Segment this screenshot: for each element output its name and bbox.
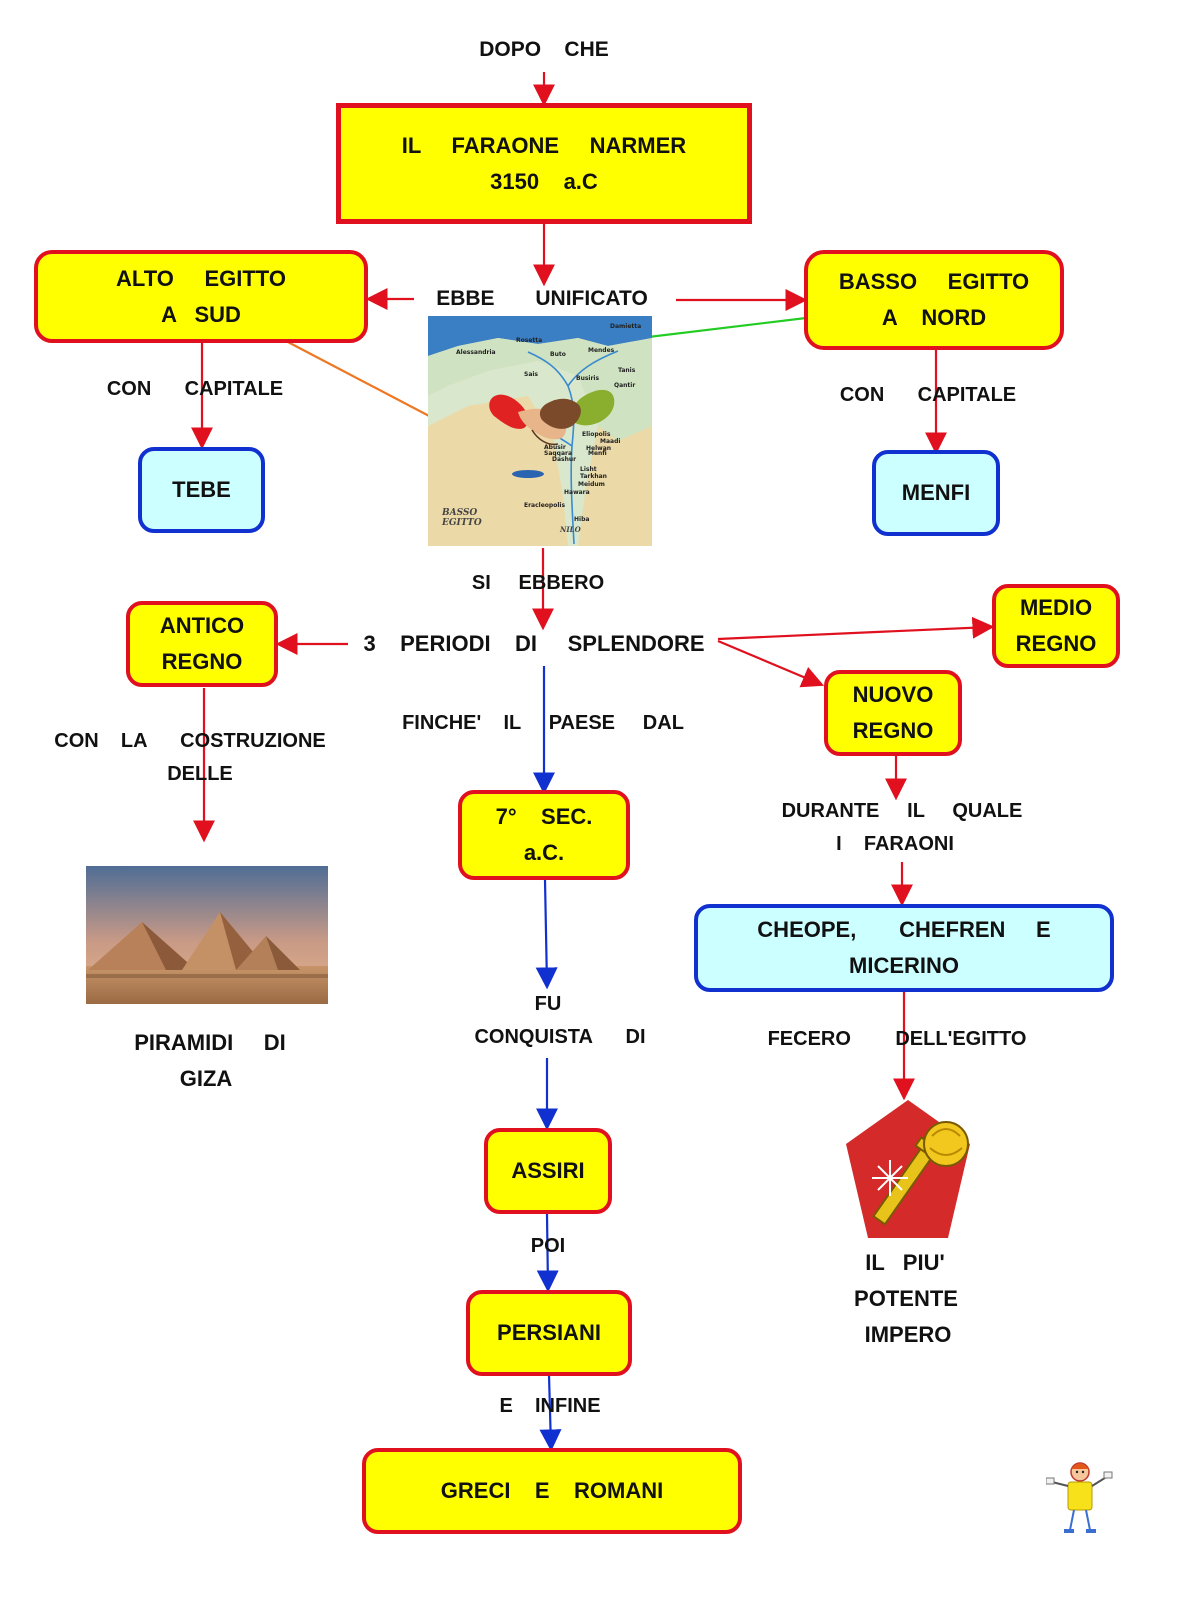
- node-medio-regno: MEDIO REGNO: [992, 584, 1120, 668]
- node-faraone-narmer: IL FARAONE NARMER 3150 a.C: [336, 103, 752, 224]
- antico-line1: ANTICO: [159, 613, 245, 638]
- label-potente: POTENTE: [854, 1286, 958, 1311]
- node-alto-egitto: ALTO EGITTO A SUD: [34, 250, 368, 343]
- label-finche: FINCHE' IL PAESE DAL: [402, 712, 684, 734]
- label-delle: DELLE: [167, 763, 233, 785]
- node-greci-romani: GRECI E ROMANI: [362, 1448, 742, 1534]
- label-e-infine: E INFINE: [499, 1395, 601, 1417]
- map-city-eliopolis: Eliopolis: [582, 431, 611, 438]
- map-city-saqqara: Saqqara: [544, 450, 572, 457]
- label-con-la-costruzione: CON LA COSTRUZIONE: [54, 730, 326, 752]
- cheope-line2: MICERINO: [849, 953, 959, 978]
- cheope-line1: CHEOPE, CHEFREN E: [757, 917, 1051, 942]
- map-city-mendes: Mendes: [588, 347, 615, 354]
- label-fecero: FECERO DELL'EGITTO: [767, 1028, 1027, 1050]
- sec-line2: a.C.: [523, 840, 565, 865]
- node-settimo-secolo: 7° SEC. a.C.: [458, 790, 630, 880]
- map-city-menfi: Menfi: [588, 450, 607, 457]
- antico-line2: REGNO: [161, 649, 243, 674]
- node-menfi: MENFI: [872, 450, 1000, 536]
- map-city-tanis: Tanis: [618, 367, 636, 374]
- map-of-egypt: Damietta Rosetta Alessandria Buto Mendes…: [428, 316, 652, 546]
- map-city-dashur: Dashur: [552, 456, 576, 463]
- nuovo-line2: REGNO: [852, 718, 934, 743]
- arrow-sec-fu: [535, 879, 558, 990]
- narmer-line1: IL FARAONE NARMER: [401, 132, 687, 158]
- map-city-sais: Sais: [524, 371, 538, 378]
- node-nuovo-regno: NUOVO REGNO: [824, 670, 962, 756]
- label-conquista-di: CONQUISTA DI: [474, 1026, 646, 1048]
- basso-line1: BASSO EGITTO: [838, 269, 1030, 294]
- handshake-icon: [489, 389, 615, 446]
- map-city-maadi: Maadi: [600, 438, 620, 445]
- map-city-hiba: Hiba: [574, 516, 589, 523]
- map-city-damietta: Damietta: [610, 323, 641, 330]
- map-city-buto: Buto: [550, 351, 566, 358]
- map-city-alessandria: Alessandria: [456, 349, 496, 356]
- label-durante: DURANTE IL QUALE: [781, 800, 1023, 822]
- label-con-capitale-left: CON CAPITALE: [106, 378, 284, 400]
- nuovo-line1: NUOVO: [852, 682, 934, 707]
- label-impero: IMPERO: [864, 1322, 952, 1347]
- label-il-piu: IL PIU': [865, 1250, 945, 1275]
- map-label-nilo: NILO: [559, 525, 582, 534]
- map-city-meidum: Meidum: [578, 481, 605, 488]
- map-city-abusir: Abusir: [544, 444, 566, 451]
- label-piramidi-2: GIZA: [179, 1066, 233, 1091]
- map-label-egitto: EGITTO: [441, 518, 482, 528]
- map-city-helwan: Helwan: [586, 445, 611, 452]
- medio-line2: REGNO: [1015, 631, 1097, 656]
- node-assiri: ASSIRI: [484, 1128, 612, 1214]
- label-si-ebbero: SI EBBERO: [471, 572, 605, 594]
- map-city-hawara: Hawara: [564, 489, 590, 496]
- pyramids-photo: [86, 866, 328, 1004]
- map-city-tarkhan: Tarkhan: [580, 473, 607, 480]
- node-cheope-chefren-micerino: CHEOPE, CHEFREN E MICERINO: [694, 904, 1114, 992]
- label-poi: POI: [530, 1235, 566, 1257]
- label-i-faraoni: I FARAONI: [836, 833, 954, 855]
- basso-line2: A NORD: [881, 305, 987, 330]
- map-city-eracleopolis: Eracleopolis: [524, 502, 565, 509]
- sec-line1: 7° SEC.: [495, 804, 593, 829]
- medio-line1: MEDIO: [1019, 595, 1093, 620]
- arrow-assiri-persiani: [536, 1213, 559, 1293]
- map-label-basso: BASSO: [441, 508, 477, 518]
- map-city-rosetta: Rosetta: [516, 337, 542, 344]
- mascot-logo: [1046, 1462, 1113, 1533]
- label-piramidi-1: PIRAMIDI DI: [134, 1030, 286, 1055]
- trophy-pentagon-icon: [846, 1100, 970, 1238]
- node-tebe: TEBE: [138, 447, 265, 533]
- label-ebbe-unificato: EBBE UNIFICATO: [436, 287, 648, 310]
- label-con-capitale-right: CON CAPITALE: [839, 384, 1017, 406]
- arrow-persiani-greci: [539, 1374, 562, 1452]
- map-city-busiris: Busiris: [576, 375, 599, 382]
- map-city-lisht: Lisht: [580, 466, 597, 473]
- narmer-line2: 3150 a.C: [490, 168, 598, 194]
- map-city-qantir: Qantir: [614, 382, 635, 389]
- label-dopo-che: DOPO CHE: [479, 38, 609, 61]
- label-fu: FU: [534, 993, 562, 1015]
- alto-line1: ALTO EGITTO: [116, 265, 286, 291]
- arrow-periodi-nuovo: [717, 639, 825, 688]
- node-persiani: PERSIANI: [466, 1290, 632, 1376]
- node-antico-regno: ANTICO REGNO: [126, 601, 278, 687]
- node-basso-egitto: BASSO EGITTO A NORD: [804, 250, 1064, 350]
- alto-line2: A SUD: [161, 301, 241, 327]
- label-tre-periodi: 3 PERIODI DI SPLENDORE: [363, 631, 705, 656]
- arrow-periodi-medio: [717, 616, 995, 641]
